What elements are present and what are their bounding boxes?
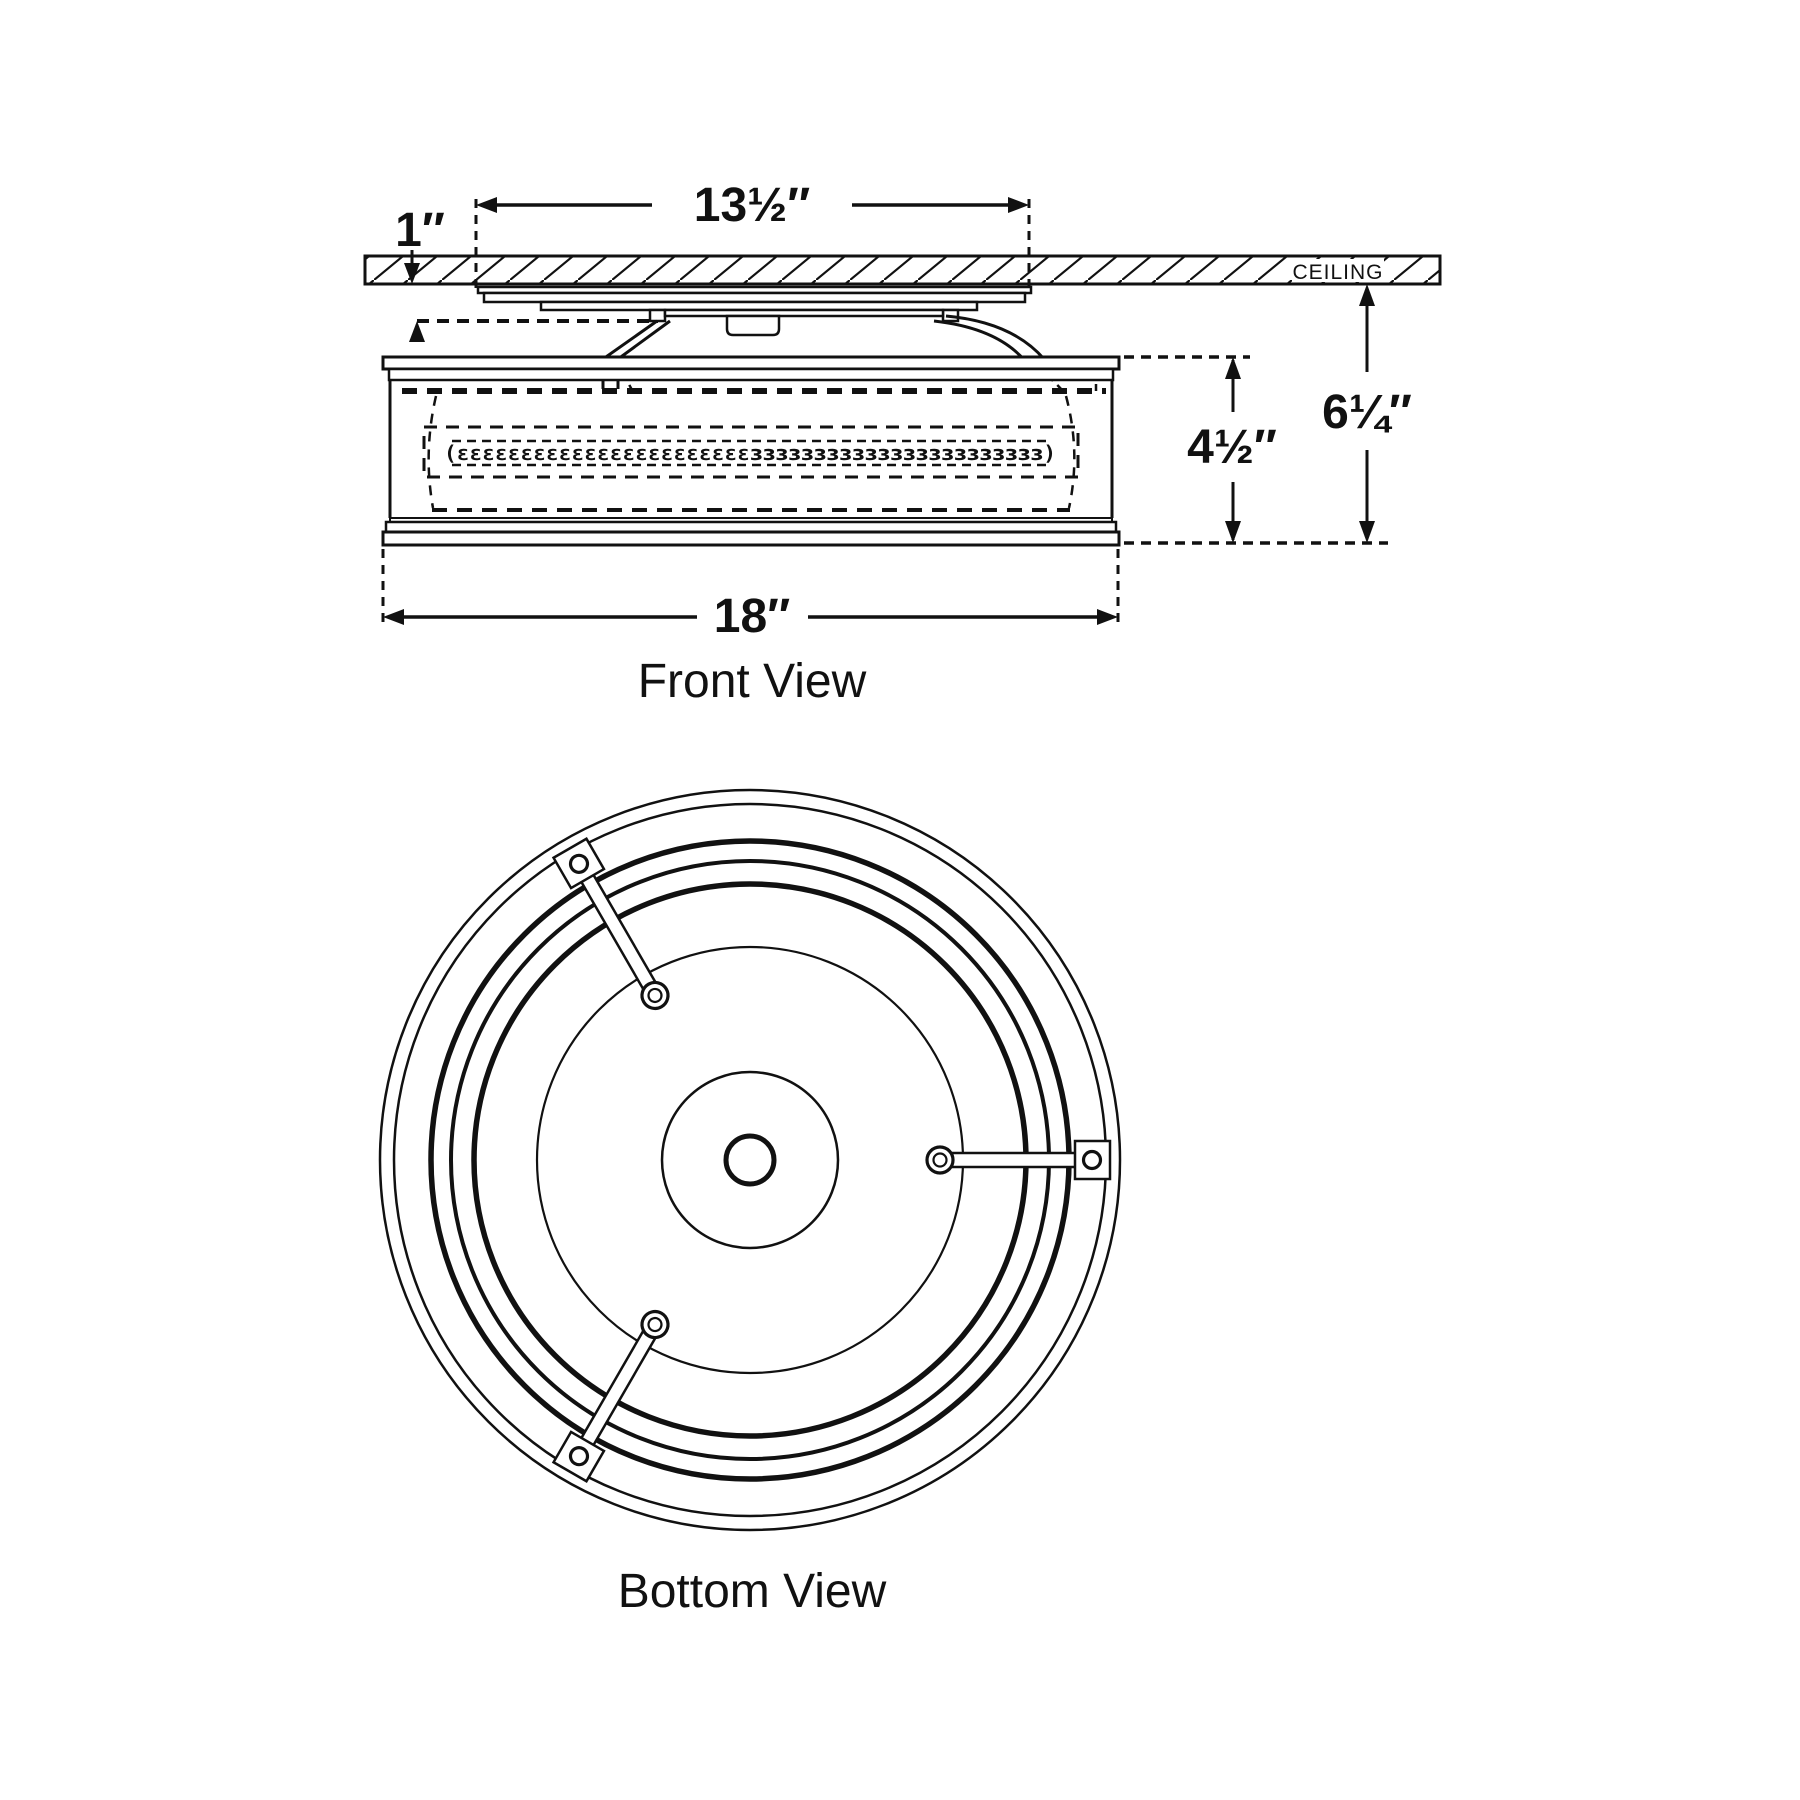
arrow-right-icon [1097, 609, 1118, 625]
canopy-plate-mid [482, 291, 1027, 304]
dim-overall-width-value: 18″ [714, 590, 790, 643]
dim-canopy-height-value: 1″ [395, 204, 445, 257]
arm-eyelet [640, 980, 670, 1011]
front-view-drawing: CEILING 13½″ 1″ [363, 179, 1442, 708]
retainer-arm-lower-left [551, 1309, 670, 1483]
screw-hole-icon [568, 1446, 590, 1467]
dimension-fixture-height: 4½″ [1124, 355, 1388, 545]
dim-canopy-width-value: 13½″ [694, 179, 810, 232]
arrow-right-icon [1008, 197, 1029, 213]
arm-eyelet [640, 1309, 670, 1340]
screw-hole-icon [1081, 1149, 1103, 1171]
canopy-center-nub [725, 314, 781, 337]
arm-bar [579, 1319, 663, 1448]
dim-overall-height-value: 6¼″ [1322, 386, 1412, 439]
hidden-interior-lines: (ɛɛɛɛɛɛɛɛɛɛɛɛɛɛɛɛɛɛɛɛɛɛɛɜɜɜɜɜɜɜɜɜɜɜɜɜɜɜɜ… [402, 388, 1106, 512]
dimension-overall-height: 6¼″ [1322, 284, 1412, 543]
ceiling-label-backdrop [1292, 259, 1384, 282]
arrow-left-icon [383, 609, 404, 625]
dimension-overall-width: 18″ [381, 549, 1120, 643]
body-bottom-rim-c [381, 530, 1121, 547]
outer-ring [378, 788, 1122, 1532]
screw-hole-icon [568, 853, 590, 874]
center-hole [723, 1133, 777, 1187]
arm-eyelet-hole [647, 1316, 663, 1333]
arrow-down-icon [1225, 521, 1241, 543]
arm-eyelet-hole [647, 987, 663, 1004]
canopy-mounting-bar [663, 308, 945, 318]
arm-eyelet [925, 1145, 955, 1175]
arrow-up-icon [1359, 284, 1375, 306]
body-top-rim-outer [381, 355, 1121, 371]
arrow-down-icon [404, 263, 420, 284]
dimension-canopy-height: 1″ [395, 204, 658, 342]
fixture-body [381, 355, 1121, 547]
body-top-rim-inner [387, 367, 1115, 382]
led-array: (ɛɛɛɛɛɛɛɛɛɛɛɛɛɛɛɛɛɛɛɛɛɛɛɜɜɜɜɜɜɜɜɜɜɜɜɜɜɜɜ… [444, 441, 1056, 465]
front-view-label: Front View [638, 655, 867, 708]
retainer-arm-right [925, 1139, 1112, 1181]
arrow-left-icon [476, 197, 497, 213]
ceiling-label: CEILING [1292, 261, 1383, 284]
dimension-canopy-width: 13½″ [474, 179, 1031, 293]
ceiling-hatch-band [363, 254, 1442, 286]
arm-bar [938, 1151, 1078, 1169]
arm-eyelet-hole [932, 1152, 948, 1168]
arm-bar [579, 872, 663, 1001]
bottom-view-label: Bottom View [618, 1565, 887, 1618]
diffuser-ring [535, 945, 965, 1375]
arrow-down-icon [1359, 521, 1375, 543]
canopy-strap-tab-left [648, 308, 667, 323]
dim-fixture-height-value: 4½″ [1187, 421, 1277, 474]
center-plate-ring [660, 1070, 840, 1250]
bottom-view-drawing: Bottom View [378, 788, 1122, 1618]
ceiling-section: CEILING [363, 254, 1442, 286]
canopy [476, 285, 1033, 337]
retainer-arm-upper-left [551, 837, 670, 1011]
arrow-up-icon [1225, 357, 1241, 379]
arrow-up-icon [409, 321, 425, 342]
